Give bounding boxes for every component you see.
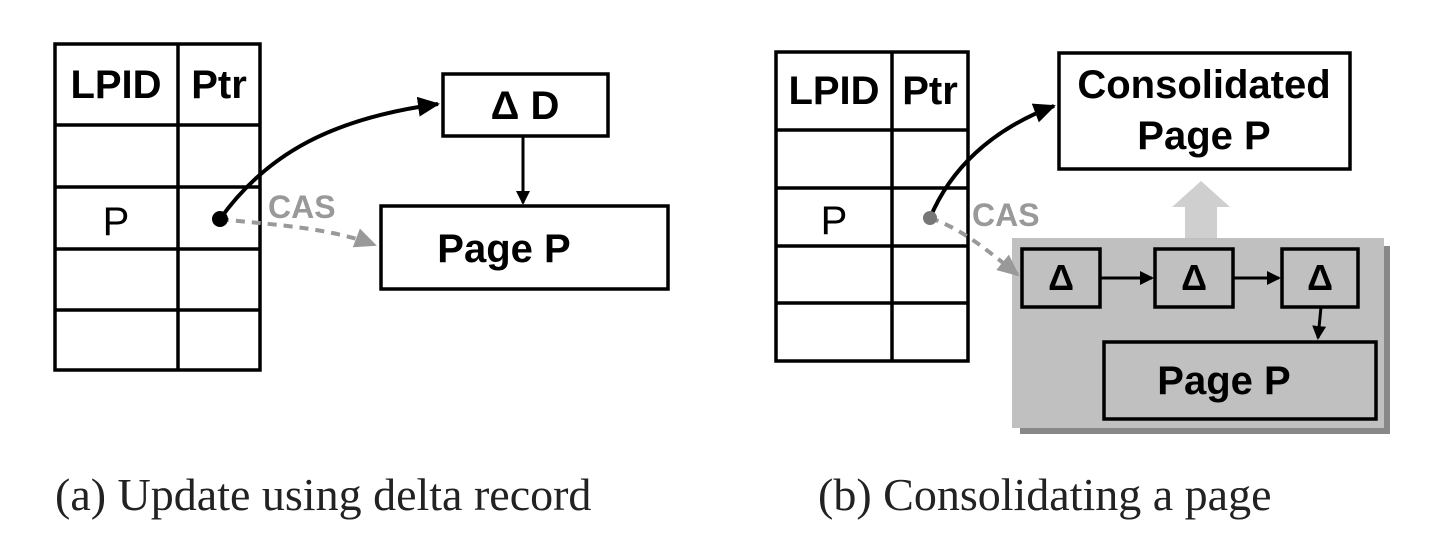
panel-a: LPID Ptr P Δ D Page P CAS: [53, 42, 670, 372]
delta-label-2: Δ: [1181, 257, 1207, 298]
panel-b: LPID Ptr P Consolidated Page P Δ Δ Δ Pag…: [774, 50, 1390, 434]
table-header-lpid: LPID: [70, 63, 161, 107]
delta-label-1: Δ: [1048, 257, 1074, 298]
cas-label-a: CAS: [268, 189, 336, 225]
pointer-dot-a: [212, 211, 228, 227]
mapping-table-a: [53, 42, 262, 372]
new-pointer-arrow: [218, 96, 440, 221]
delta-box-2: [1153, 247, 1235, 309]
caption-b: (b) Consolidating a page: [818, 469, 1272, 520]
consolidated-page-box: [1057, 51, 1352, 171]
table-row-lpid-p-b: P: [821, 199, 848, 243]
delta-label-3: Δ: [1307, 257, 1333, 298]
cas-label-b: CAS: [972, 197, 1040, 233]
page-p-box-a: [379, 204, 670, 291]
table-header-ptr-b: Ptr: [902, 69, 958, 113]
consolidated-label-line2: Page P: [1137, 114, 1270, 158]
page-p-label-a: Page P: [437, 227, 570, 271]
caption-a: (a) Update using delta record: [55, 469, 591, 520]
cas-dashed-arrow-b: [929, 216, 1020, 277]
consolidation-up-arrow: [1172, 181, 1230, 238]
mapping-table-b: [774, 50, 970, 363]
delta-record-label: Δ D: [491, 84, 560, 128]
delta-record-box: [441, 72, 610, 138]
table-row-lpid-p: P: [103, 200, 130, 244]
page-p-box-b: [1102, 340, 1378, 421]
page-p-label-b: Page P: [1157, 359, 1290, 403]
delta-to-page-arrow-b: [1312, 306, 1327, 340]
table-header-lpid-b: LPID: [788, 69, 879, 113]
table-header-ptr: Ptr: [191, 63, 247, 107]
consolidated-label-line1: Consolidated: [1077, 63, 1330, 107]
consolidated-pointer-arrow: [928, 103, 1056, 219]
pointer-dot-b: [923, 211, 937, 225]
